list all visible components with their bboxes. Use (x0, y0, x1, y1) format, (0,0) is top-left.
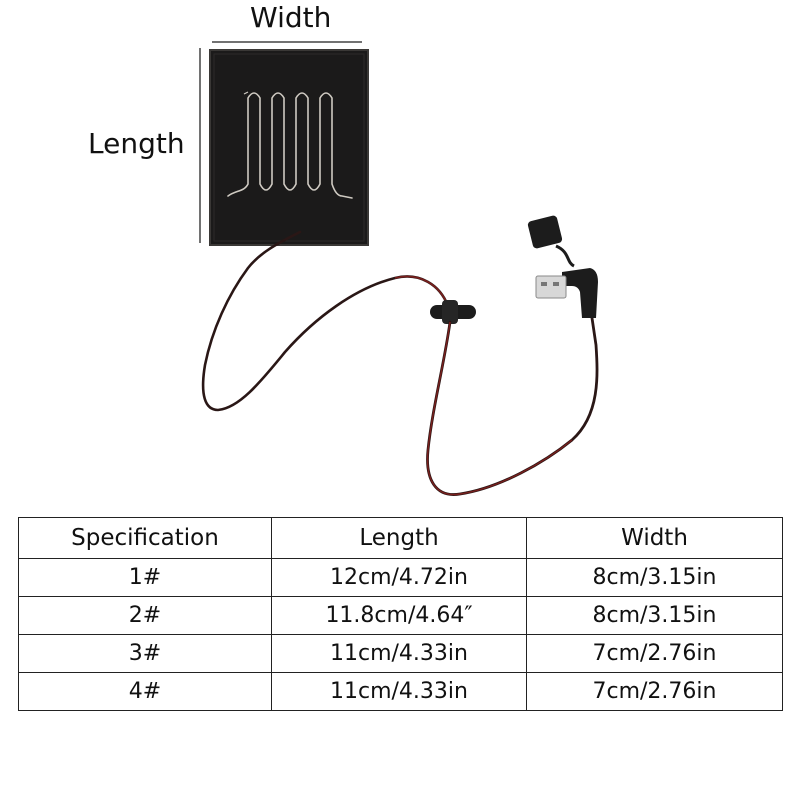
width-cell: 7cm/2.76in (526, 634, 783, 673)
table-row: 1# 12cm/4.72in 8cm/3.15in (18, 558, 783, 597)
length-cell: 11cm/4.33in (271, 634, 527, 673)
cable-right-loop (426, 316, 599, 496)
usb-connector (527, 215, 598, 318)
length-label: Length (88, 127, 185, 160)
product-illustration: Width Length (88, 1, 599, 496)
cable-left-loop (201, 230, 450, 412)
cable-clip (430, 300, 476, 324)
spec-cell: 4# (18, 672, 272, 711)
length-cell: 11cm/4.33in (271, 672, 527, 711)
table-row: 3# 11cm/4.33in 7cm/2.76in (18, 634, 783, 673)
heating-pad-photo (199, 41, 599, 496)
width-cell: 8cm/3.15in (526, 558, 783, 597)
width-cell: 8cm/3.15in (526, 596, 783, 635)
specification-table: Specification Length Width 1# 12cm/4.72i… (18, 517, 783, 711)
spec-cell: 1# (18, 558, 272, 597)
header-specification: Specification (18, 517, 272, 559)
spec-cell: 3# (18, 634, 272, 673)
length-cell: 11.8cm/4.64″ (271, 596, 527, 635)
table-row: 2# 11.8cm/4.64″ 8cm/3.15in (18, 596, 783, 635)
table-header-row: Specification Length Width (18, 517, 783, 559)
width-cell: 7cm/2.76in (526, 672, 783, 711)
length-cell: 12cm/4.72in (271, 558, 527, 597)
spec-cell: 2# (18, 596, 272, 635)
width-label: Width (250, 1, 332, 34)
heating-wire (227, 92, 353, 199)
heating-pad (209, 49, 369, 246)
table-row: 4# 11cm/4.33in 7cm/2.76in (18, 672, 783, 711)
header-length: Length (271, 517, 527, 559)
header-width: Width (526, 517, 783, 559)
